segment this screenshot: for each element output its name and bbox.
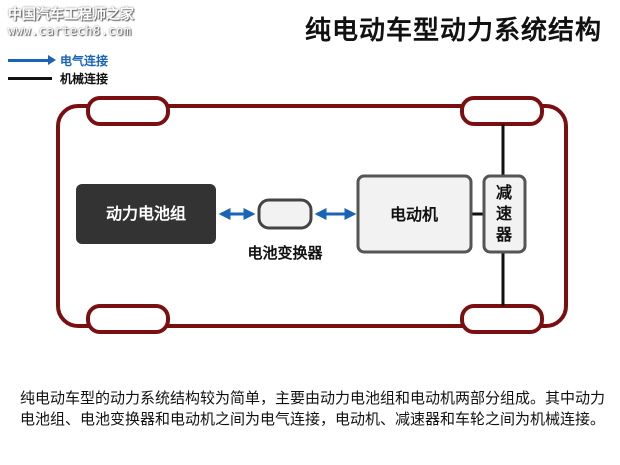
reducer-label-char-3: 器 [495,225,513,244]
reducer-label-char-2: 速 [496,204,512,223]
reducer-label-char-1: 减 [496,183,512,202]
diagram-title: 纯电动车型动力系统结构 [304,16,602,46]
legend-mechanical: 机械连接 [8,70,108,87]
legend-electrical: 电气连接 [8,52,108,69]
vehicle-frame [56,104,568,328]
wheel-rear-left [86,304,170,334]
watermark-site-name: 中国汽车工程师之家 [8,7,134,23]
mechanical-line-icon [8,77,52,80]
battery-converter-label: 电池变换器 [247,244,323,262]
description-text: 纯电动车型的动力系统结构较为简单，主要由动力电池组和电动机两部分组成。其中动力电… [20,389,606,428]
electrical-arrow-icon [8,55,56,65]
motor-label: 电动机 [390,205,438,224]
battery-pack-label: 动力电池组 [106,204,186,223]
legend-electrical-label: 电气连接 [60,54,109,68]
battery-converter-box [257,198,313,230]
wheel-front-right [460,96,544,126]
watermark-url: www.cartech8.com [8,24,132,38]
battery-pack-box [76,184,216,244]
reducer-box [482,174,527,254]
legend-mechanical-label: 机械连接 [60,72,109,86]
motor-box [356,174,473,254]
wheel-rear-right [460,304,544,334]
wheel-front-left [86,96,170,126]
